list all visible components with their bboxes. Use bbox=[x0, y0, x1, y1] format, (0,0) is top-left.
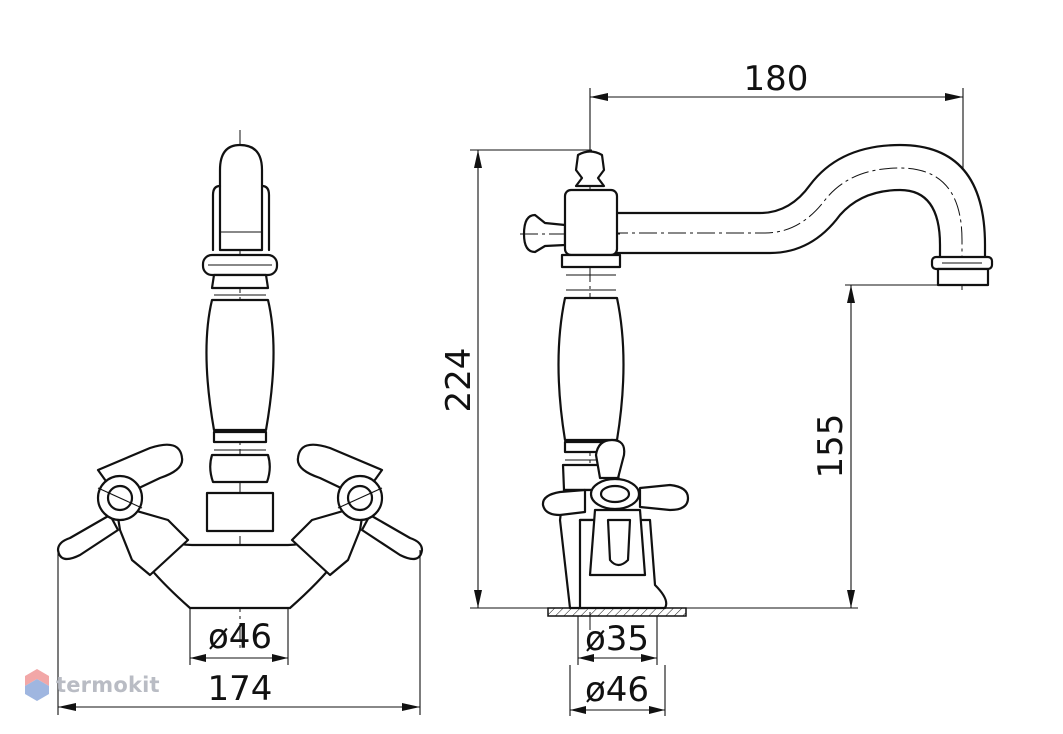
side-spout bbox=[608, 143, 994, 290]
side-reach-label: 180 bbox=[744, 59, 809, 99]
front-width-label: 174 bbox=[208, 669, 273, 709]
front-lever bbox=[211, 143, 271, 252]
side-outer-base-dimension: ø46 bbox=[569, 665, 666, 716]
side-inner-base-dimension: ø35 bbox=[577, 616, 658, 665]
front-body-column bbox=[205, 273, 275, 484]
front-width-dimension: 174 bbox=[57, 550, 421, 715]
front-view: ø46 174 bbox=[56, 130, 424, 715]
side-height-dimension: 224 bbox=[439, 149, 592, 609]
side-reach-dimension: 180 bbox=[589, 59, 964, 170]
front-left-handle bbox=[56, 443, 190, 577]
side-outer-base-label: ø46 bbox=[585, 670, 649, 710]
side-spout-height-dimension: 155 bbox=[680, 284, 940, 609]
front-right-handle bbox=[290, 443, 424, 577]
brand-name: termokit bbox=[56, 673, 160, 697]
brand-hexagon-icon bbox=[25, 669, 49, 701]
brand-logo: termokit bbox=[24, 668, 160, 702]
side-view: 224 180 155 ø35 bbox=[439, 59, 994, 716]
side-mount-hatch bbox=[547, 607, 687, 617]
side-inner-base-label: ø35 bbox=[585, 619, 649, 659]
side-height-label: 224 bbox=[439, 348, 479, 413]
side-spout-height-label: 155 bbox=[811, 414, 851, 479]
front-base-block bbox=[205, 491, 275, 533]
front-base-label: ø46 bbox=[208, 617, 272, 657]
side-cross-handle bbox=[541, 438, 690, 577]
front-base-dimension: ø46 bbox=[189, 608, 289, 665]
